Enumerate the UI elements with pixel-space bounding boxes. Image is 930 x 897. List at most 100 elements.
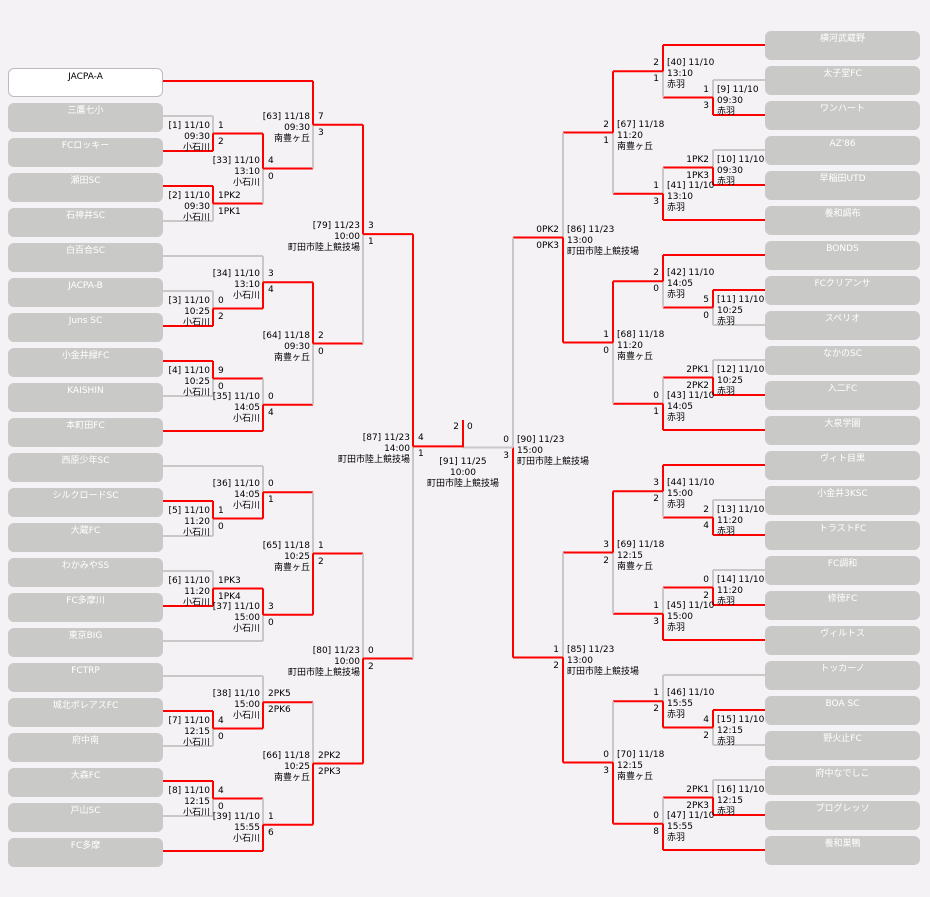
team-box[interactable]: 早稲田UTD [765, 171, 920, 200]
match-venue: 赤羽 [717, 176, 736, 187]
team-box[interactable]: 西原少年SC [8, 453, 163, 482]
match-date: 11/23 [588, 224, 615, 235]
team-box[interactable]: BOA SC [765, 696, 920, 725]
match-date: 11/23 [538, 434, 565, 445]
match-number: [4] [168, 365, 182, 376]
team-box[interactable]: 本町田FC [8, 418, 163, 447]
match-number: [15] [717, 714, 736, 725]
team-box[interactable]: AZ'86 [765, 136, 920, 165]
team-box[interactable]: 大森FC [8, 768, 163, 797]
team-box[interactable]: スペリオ [765, 311, 920, 340]
match-score: 0 [603, 345, 609, 356]
team-box[interactable]: 城北ボレアスFC [8, 698, 163, 727]
match-number: [87] [362, 433, 382, 444]
match-time: 09:30 [284, 341, 310, 352]
match-date: 11/23 [588, 644, 615, 655]
match-header: [86] 11/23 [567, 225, 639, 236]
team-box[interactable]: 太子堂FC [765, 66, 920, 95]
match-score: 0 [218, 801, 224, 812]
match-time: 12:15 [617, 760, 643, 771]
match-venue: 町田市陸上競技場 [337, 455, 410, 466]
team-box[interactable]: 修徳FC [765, 591, 920, 620]
team-box[interactable]: 入二FC [765, 381, 920, 410]
team-box[interactable]: 大蔵FC [8, 523, 163, 552]
match-score: 4 [418, 433, 424, 444]
match-number: [90] [517, 434, 536, 445]
team-box[interactable]: FC調和 [765, 556, 920, 585]
team-box[interactable]: FC多摩川 [8, 593, 163, 622]
team-box[interactable]: 瀬田SC [8, 173, 163, 202]
team-box[interactable]: JACPA-B [8, 278, 163, 307]
team-box[interactable]: FCクリアンサ [765, 276, 920, 305]
match-time: 13:00 [567, 235, 593, 246]
match-number: [43] [667, 390, 686, 401]
team-box[interactable]: 東京BIG [8, 628, 163, 657]
match-score: 9 [218, 365, 224, 376]
team-box[interactable]: FCTRP [8, 663, 163, 692]
team-box[interactable]: Juns SC [8, 313, 163, 342]
team-box[interactable]: 三鷹七小 [8, 103, 163, 132]
team-box[interactable]: KAISHIN [8, 383, 163, 412]
team-box[interactable]: 小金井3KSC [765, 486, 920, 515]
team-box[interactable]: 石神井SC [8, 208, 163, 237]
match-header: [64] 11/18 [263, 331, 310, 342]
match-score: 1PK2 [218, 190, 241, 201]
team-box[interactable]: トッカーノ [765, 661, 920, 690]
match-header: [69] 11/18 [617, 540, 664, 551]
team-box[interactable]: 小金井緑FC [8, 348, 163, 377]
match-number: [40] [667, 58, 686, 69]
team-box[interactable]: わかみやSS [8, 558, 163, 587]
match-score: 1 [418, 449, 424, 460]
team-box[interactable]: 野火止FC [765, 731, 920, 760]
match-venue: 町田市陸上競技場 [567, 666, 640, 677]
team-box[interactable]: 横河武蔵野 [765, 31, 920, 60]
match-score: 2 [218, 136, 224, 147]
match-number: [39] [212, 811, 232, 822]
match-time: 12:15 [717, 795, 743, 806]
match-header: [44] 11/10 [667, 478, 714, 489]
match-time: 15:00 [667, 489, 693, 500]
team-box[interactable]: 養和巣鴨 [765, 836, 920, 865]
team-box[interactable]: BONDS [765, 241, 920, 270]
match-header: [66] 11/18 [263, 751, 310, 762]
team-box[interactable]: なかのSC [765, 346, 920, 375]
match-date: 11/18 [638, 749, 665, 760]
match-venue: 小石川 [182, 142, 210, 153]
team-box[interactable]: FCロッキー [8, 138, 163, 167]
team-box[interactable]: ワンハート [765, 101, 920, 130]
team-box[interactable]: FC多摩 [8, 838, 163, 867]
match-header: [40] 11/10 [667, 58, 714, 69]
match-date: 11/10 [184, 365, 210, 376]
team-box[interactable]: 府中なでしこ [765, 766, 920, 795]
team-box[interactable]: シルクロードSC [8, 488, 163, 517]
team-box[interactable]: JACPA-A [8, 68, 163, 97]
match-time: 12:15 [617, 550, 643, 561]
match-time: 14:00 [384, 444, 410, 455]
team-box[interactable]: 養和調布 [765, 206, 920, 235]
team-box[interactable]: ヴィト目黒 [765, 451, 920, 480]
team-box[interactable]: トラストFC [765, 521, 920, 550]
team-box[interactable]: 戸山SC [8, 803, 163, 832]
match-venue: 町田市陸上競技場 [287, 667, 360, 678]
match-venue: 小石川 [182, 212, 210, 223]
match-number: [1] [168, 120, 182, 131]
team-box[interactable]: 大泉学園 [765, 416, 920, 445]
match-score: 4 [268, 285, 274, 296]
match-header: [10] 11/10 [717, 155, 764, 166]
match-header: [91] 11/25 [403, 457, 523, 468]
team-box[interactable]: プログレッソ [765, 801, 920, 830]
match-number: [38] [212, 689, 232, 700]
team-box[interactable]: ヴィルトス [765, 626, 920, 655]
match-header: [6] 11/10 [168, 576, 210, 587]
team-box[interactable]: 白百合SC [8, 243, 163, 272]
team-box[interactable]: 府中南 [8, 733, 163, 762]
